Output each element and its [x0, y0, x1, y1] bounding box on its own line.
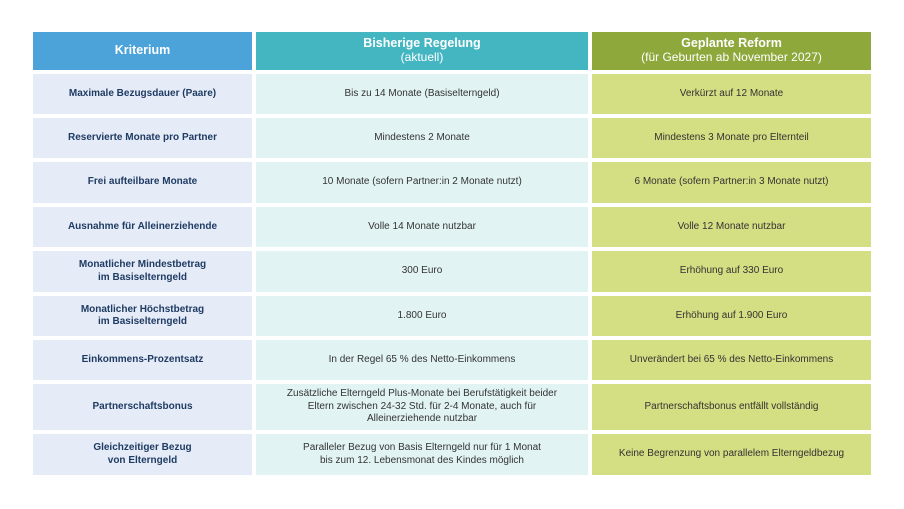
cell-bisherige-regelung: 300 Euro [256, 251, 588, 292]
cell-geplante-reform: Unverändert bei 65 % des Netto-Einkommen… [592, 340, 871, 380]
cell-kriterium: Gleichzeitiger Bezug von Elterngeld [33, 434, 252, 475]
cell-geplante-reform: Verkürzt auf 12 Monate [592, 74, 871, 114]
cell-bisherige-regelung: Volle 14 Monate nutzbar [256, 207, 588, 247]
cell-geplante-reform: Mindestens 3 Monate pro Elternteil [592, 118, 871, 158]
cell-kriterium: Monatlicher Mindestbetrag im Basiseltern… [33, 251, 252, 292]
header-title: Geplante Reform [681, 36, 782, 51]
cell-kriterium: Partnerschaftsbonus [33, 384, 252, 430]
cell-bisherige-regelung: Paralleler Bezug von Basis Elterngeld nu… [256, 434, 588, 475]
cell-bisherige-regelung: Bis zu 14 Monate (Basiselterngeld) [256, 74, 588, 114]
table-header-bisherige-regelung: Bisherige Regelung (aktuell) [256, 32, 588, 70]
cell-bisherige-regelung: Mindestens 2 Monate [256, 118, 588, 158]
cell-kriterium: Reservierte Monate pro Partner [33, 118, 252, 158]
cell-bisherige-regelung: 1.800 Euro [256, 296, 588, 336]
cell-geplante-reform: 6 Monate (sofern Partner:in 3 Monate nut… [592, 162, 871, 203]
table-header-kriterium: Kriterium [33, 32, 252, 70]
comparison-table: Kriterium Bisherige Regelung (aktuell) G… [33, 32, 871, 475]
cell-kriterium: Maximale Bezugsdauer (Paare) [33, 74, 252, 114]
cell-bisherige-regelung: In der Regel 65 % des Netto-Einkommens [256, 340, 588, 380]
cell-geplante-reform: Keine Begrenzung von parallelem Elternge… [592, 434, 871, 475]
header-subtitle: (für Geburten ab November 2027) [641, 49, 822, 64]
header-subtitle: (aktuell) [400, 49, 444, 64]
cell-geplante-reform: Partnerschaftsbonus entfällt vollständig [592, 384, 871, 430]
header-title: Bisherige Regelung [363, 36, 481, 51]
cell-geplante-reform: Volle 12 Monate nutzbar [592, 207, 871, 247]
cell-kriterium: Ausnahme für Alleinerziehende [33, 207, 252, 247]
cell-geplante-reform: Erhöhung auf 1.900 Euro [592, 296, 871, 336]
header-title: Kriterium [114, 43, 171, 58]
cell-kriterium: Monatlicher Höchstbetrag im Basiselterng… [33, 296, 252, 336]
cell-kriterium: Frei aufteilbare Monate [33, 162, 252, 203]
cell-bisherige-regelung: Zusätzliche Elterngeld Plus-Monate bei B… [256, 384, 588, 430]
table-header-geplante-reform: Geplante Reform (für Geburten ab Novembe… [592, 32, 871, 70]
cell-geplante-reform: Erhöhung auf 330 Euro [592, 251, 871, 292]
cell-kriterium: Einkommens-Prozentsatz [33, 340, 252, 380]
cell-bisherige-regelung: 10 Monate (sofern Partner:in 2 Monate nu… [256, 162, 588, 203]
